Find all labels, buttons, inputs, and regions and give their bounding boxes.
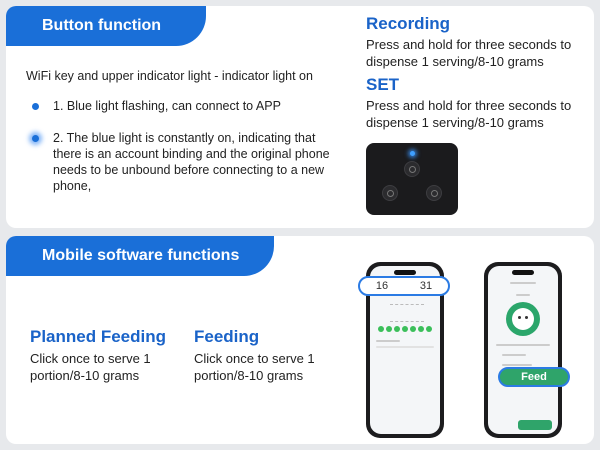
feeding-time-picker[interactable]: 16 31 — [358, 276, 450, 296]
wifi-key-button — [404, 161, 420, 177]
button-function-card: Button function WiFi key and upper indic… — [6, 6, 594, 228]
bullet-item: 1. Blue light flashing, can connect to A… — [32, 98, 281, 114]
mobile-functions-card: Mobile software functions Planned Feedin… — [6, 236, 594, 444]
dog-icon — [512, 308, 534, 330]
time-picker-wheel — [390, 304, 424, 322]
bullet-dot-icon — [32, 135, 39, 142]
planned-feeding-title: Planned Feeding — [30, 327, 167, 346]
feeding-title: Feeding — [194, 327, 260, 346]
button-function-tab: Button function — [6, 6, 206, 46]
recording-desc: Press and hold for three seconds to disp… — [366, 37, 572, 69]
mobile-functions-tab: Mobile software functions — [6, 236, 274, 276]
set-title: SET — [366, 75, 400, 94]
recording-key-button — [382, 185, 398, 201]
bullet-item: 2. The blue light is constantly on, indi… — [32, 130, 332, 194]
dynamic-island — [394, 270, 416, 275]
indicator-light-icon — [410, 151, 415, 156]
planned-feeding-desc: Click once to serve 1 portion/8-10 grams — [30, 351, 151, 383]
weekday-selector — [378, 326, 432, 332]
feed-button[interactable]: Feed — [498, 367, 570, 387]
phone-screen — [488, 266, 558, 434]
minute-value: 31 — [419, 280, 433, 292]
bullet-dot-icon — [32, 103, 39, 110]
feeder-control-panel — [366, 143, 458, 215]
bullet-text: 1. Blue light flashing, can connect to A… — [53, 99, 281, 113]
feeding-desc: Click once to serve 1 portion/8-10 grams — [194, 351, 315, 383]
phone-feed-mockup — [484, 262, 562, 438]
bullet-text: 2. The blue light is constantly on, indi… — [53, 131, 330, 193]
set-key-button — [426, 185, 442, 201]
feed-secondary-button — [518, 420, 552, 430]
hour-value: 16 — [375, 280, 389, 292]
indicator-intro: WiFi key and upper indicator light - ind… — [26, 69, 313, 83]
dynamic-island — [512, 270, 534, 275]
set-desc: Press and hold for three seconds to disp… — [366, 98, 572, 130]
pet-avatar — [506, 302, 540, 336]
recording-title: Recording — [366, 14, 451, 33]
